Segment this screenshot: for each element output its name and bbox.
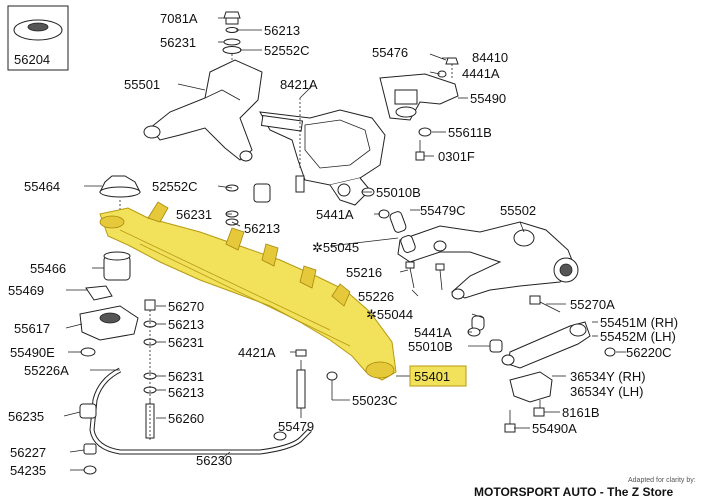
label-36534Y-rh: 36534Y (RH) — [570, 369, 646, 384]
label-7081A: 7081A — [160, 11, 198, 26]
bushings-55479C — [361, 187, 416, 253]
label-55401: 55401 — [414, 369, 450, 384]
label-55226-mid: 55226 — [358, 289, 394, 304]
label-55490E: 55490E — [10, 345, 55, 360]
label-0301F: 0301F — [438, 149, 475, 164]
label-4441A-top: 4441A — [462, 66, 500, 81]
label-55479C: 55479C — [420, 203, 466, 218]
credit-brand-text: MOTORSPORT AUTO - The Z Store — [474, 485, 673, 499]
label-56213-a: 56213 — [264, 23, 300, 38]
label-52552C-mid: 52552C — [152, 179, 198, 194]
part-labels: 56204 7081A 56213 56231 52552C 55476 844… — [8, 11, 678, 478]
label-55045: ✲55045 — [312, 240, 359, 255]
center-bolt-column — [143, 299, 157, 440]
label-55270A: 55270A — [570, 297, 615, 312]
label-55010B-low: 55010B — [408, 339, 453, 354]
label-55044: ✲55044 — [366, 307, 413, 322]
label-55010B-top: 55010B — [376, 185, 421, 200]
differential-assembly — [259, 109, 386, 206]
stabilizer-bar — [79, 367, 312, 475]
symbol-star: ✲ — [312, 240, 323, 255]
symbol-star-2: ✲ — [366, 307, 377, 322]
label-55452M: 55452M (LH) — [600, 329, 676, 344]
credit-small-text: Adapted for clarity by: — [628, 477, 696, 484]
mount-55476 — [379, 57, 459, 121]
label-56260: 56260 — [168, 411, 204, 426]
label-8421A: 8421A — [280, 77, 318, 92]
bolt-55479 — [295, 349, 338, 409]
bracket-36534Y — [504, 371, 553, 433]
label-56230: 56230 — [196, 453, 232, 468]
label-55451M: 55451M (RH) — [600, 315, 678, 330]
label-54235: 54235 — [10, 463, 46, 478]
label-56231-d: 56231 — [168, 369, 204, 384]
label-55466: 55466 — [30, 261, 66, 276]
part-56204-drawing — [7, 5, 69, 71]
bolts-55226 — [405, 261, 445, 291]
label-56231-a: 56231 — [160, 35, 196, 50]
label-56231-b: 56231 — [176, 207, 212, 222]
bolts-misc — [225, 98, 305, 226]
mount-55464 — [99, 175, 141, 210]
label-56213-c: 56213 — [168, 317, 204, 332]
leader-lines — [63, 17, 626, 471]
label-55226A: 55226A — [24, 363, 69, 378]
label-55490: 55490 — [470, 91, 506, 106]
label-55044-text: 55044 — [377, 307, 413, 322]
top-fastener-stack — [222, 11, 242, 64]
differential-mount-member — [143, 59, 263, 162]
label-56213-d: 56213 — [168, 385, 204, 400]
label-55464: 55464 — [24, 179, 60, 194]
bushings-low — [467, 315, 503, 353]
left-mounts — [79, 251, 139, 357]
label-5441A-low: 5441A — [414, 325, 452, 340]
label-55216: 55216 — [346, 265, 382, 280]
label-55502: 55502 — [500, 203, 536, 218]
label-55045-text: 55045 — [323, 240, 359, 255]
label-55611B: 55611B — [448, 125, 492, 140]
label-55490A: 55490A — [532, 421, 577, 436]
label-55023C: 55023C — [352, 393, 398, 408]
label-36534Y-lh: 36534Y (LH) — [570, 384, 643, 399]
label-56213-b: 56213 — [244, 221, 280, 236]
label-56231-c: 56231 — [168, 335, 204, 350]
label-55479: 55479 — [278, 419, 314, 434]
part-55401-highlight-box — [409, 365, 467, 387]
label-4421A: 4421A — [238, 345, 276, 360]
label-56220C: 56220C — [626, 345, 672, 360]
label-5441A-top: 5441A — [316, 207, 354, 222]
label-84410: 84410 — [472, 50, 508, 65]
label-55476: 55476 — [372, 45, 408, 60]
label-55501: 55501 — [124, 77, 160, 92]
label-56235: 56235 — [8, 409, 44, 424]
fasteners-55611B — [415, 127, 432, 161]
lower-arm-55502 — [397, 221, 579, 300]
toe-link — [501, 295, 616, 369]
label-56270: 56270 — [168, 299, 204, 314]
label-55617: 55617 — [14, 321, 50, 336]
label-52552C-top: 52552C — [264, 43, 310, 58]
label-55469: 55469 — [8, 283, 44, 298]
label-56204: 56204 — [14, 52, 50, 67]
label-8161B: 8161B — [562, 405, 600, 420]
label-56227: 56227 — [10, 445, 46, 460]
suspension-member-highlight — [99, 201, 397, 381]
